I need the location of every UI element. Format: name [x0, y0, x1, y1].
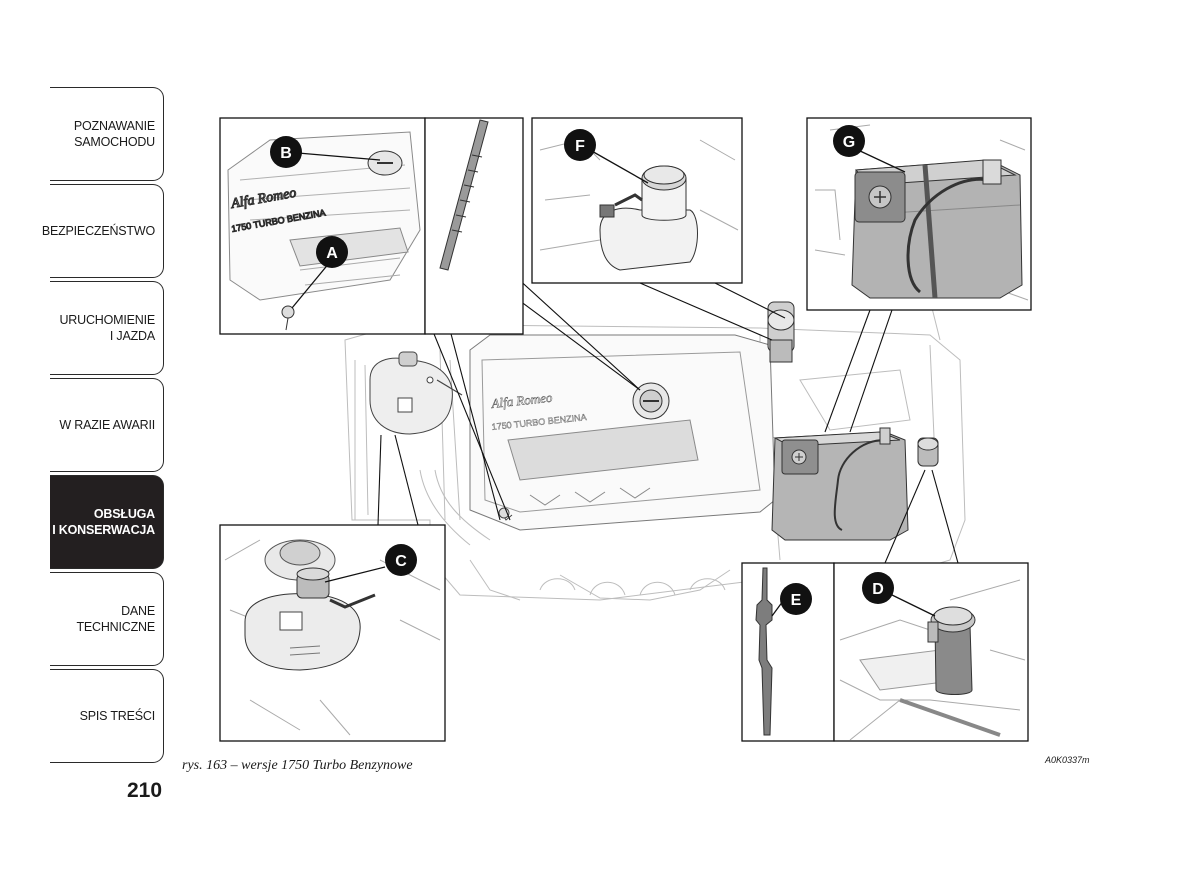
callout-c-marker: C: [385, 544, 417, 576]
power-steering-reservoir-overview: [767, 301, 795, 363]
callout-f-marker: F: [564, 129, 596, 161]
figure-code: A0K0337m: [1045, 755, 1090, 765]
svg-text:A: A: [326, 245, 338, 262]
callout-b-marker: B: [270, 136, 302, 168]
engine-brand-script: Alfa Romeo: [490, 390, 554, 411]
coolant-reservoir-overview: [369, 351, 463, 435]
callout-a-marker: A: [316, 236, 348, 268]
tab-bezpieczenstwo[interactable]: BEZPIECZEŃSTWO: [42, 184, 164, 278]
svg-text:D: D: [872, 581, 884, 598]
battery-overview: [771, 427, 909, 541]
svg-text:C: C: [395, 553, 407, 570]
engine-cover: Alfa Romeo 1750 TURBO BENZINA: [469, 334, 776, 531]
inset-power-steering-panel: [531, 117, 743, 284]
inset-oil-level-panel: Alfa Romeo 1750 TURBO BENZINA: [219, 117, 524, 335]
tab-spis-tresci[interactable]: SPIS TREŚCI: [50, 669, 164, 763]
tab-uruchomienie-i-jazda[interactable]: URUCHOMIENIE I JAZDA: [50, 281, 164, 375]
svg-text:F: F: [575, 138, 585, 155]
tab-dane-techniczne[interactable]: DANE TECHNICZNE: [50, 572, 164, 666]
tab-poznawanie-samochodu[interactable]: POZNAWANIE SAMOCHODU: [50, 87, 164, 181]
svg-text:E: E: [791, 592, 802, 609]
figure-caption: rys. 163 – wersje 1750 Turbo Benzynowe: [182, 758, 413, 773]
tab-obsluga-i-konserwacja[interactable]: OBSŁUGA I KONSERWACJA: [50, 475, 164, 569]
page-number: 210: [127, 779, 163, 802]
callout-g-marker: G: [833, 125, 865, 157]
tab-w-razie-awarii[interactable]: W RAZIE AWARII: [50, 378, 164, 472]
callout-d-marker: D: [862, 572, 894, 604]
svg-text:G: G: [843, 134, 855, 151]
inset-coolant-panel: [219, 524, 446, 742]
washer-reservoir-overview: [917, 437, 939, 467]
leader-lines: [377, 254, 959, 564]
callout-e-marker: E: [780, 583, 812, 615]
inset-battery-panel: [806, 117, 1032, 311]
svg-text:B: B: [280, 145, 292, 162]
